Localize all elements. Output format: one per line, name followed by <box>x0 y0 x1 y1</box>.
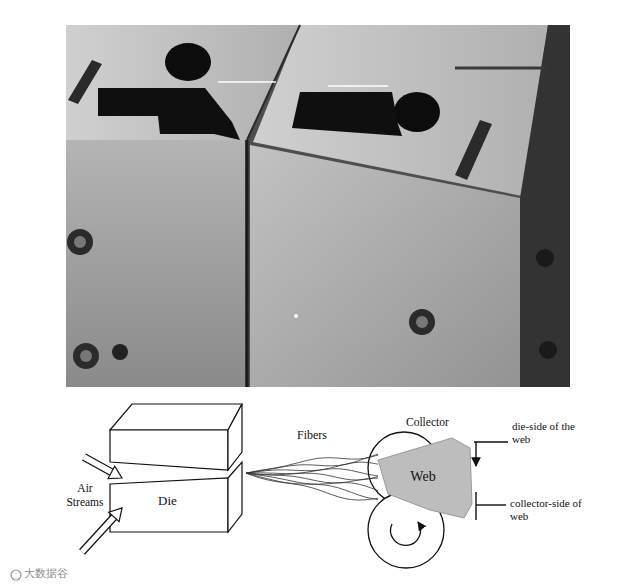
bolt <box>539 341 557 359</box>
air-slot <box>292 92 402 136</box>
web-shape: Web <box>372 434 474 520</box>
bolt-socket <box>74 236 86 248</box>
air-arrow-shaft <box>82 516 116 553</box>
leader-line <box>475 492 476 520</box>
side-brackets <box>474 442 508 520</box>
fiber-line <box>246 473 378 499</box>
groove <box>455 67 545 70</box>
air-arrow-head <box>108 466 122 478</box>
die-schematic <box>110 404 242 532</box>
photo-ground <box>66 25 570 387</box>
bolt <box>536 249 554 267</box>
air-label: Air Streams <box>60 482 110 510</box>
collector-label: Collector <box>406 416 449 430</box>
clamp <box>455 120 492 180</box>
leader-line <box>476 504 506 505</box>
die-upper-front <box>110 430 228 470</box>
bore-hole <box>165 43 211 81</box>
glint <box>294 314 298 318</box>
bolt <box>112 344 128 360</box>
fiber-line <box>246 455 378 473</box>
die-photo <box>66 25 570 387</box>
groove <box>328 85 388 87</box>
die-block: Die <box>110 404 246 532</box>
bolt <box>409 309 435 335</box>
fiber-line <box>246 454 378 473</box>
clamp <box>68 60 102 104</box>
bore-hole <box>394 92 440 132</box>
side-label: die-side of the web <box>512 420 584 446</box>
fiber-line <box>246 473 378 500</box>
bolt <box>67 229 93 255</box>
air-arrow-head <box>109 508 122 522</box>
leader-line <box>474 441 508 442</box>
fiber-bundle <box>246 454 378 500</box>
left-block-front <box>66 140 245 387</box>
die-slit <box>246 140 249 387</box>
right-block-front <box>250 145 520 387</box>
watermark: 大数据谷 <box>24 567 68 580</box>
bolt <box>73 343 99 369</box>
watermark-logo <box>11 570 21 580</box>
die-lower-side <box>228 462 242 532</box>
web-sheet <box>378 438 472 518</box>
die-upper-side <box>228 404 242 470</box>
air-arrow-shaft <box>84 457 113 473</box>
air-slot <box>98 88 240 140</box>
fiber-line <box>246 473 378 480</box>
leader-arrow <box>475 442 476 466</box>
node-text: Web <box>410 469 435 485</box>
bolt-socket <box>416 316 428 328</box>
fiber-label: Fibers <box>297 428 327 442</box>
right-block-side <box>520 25 570 387</box>
die-top-face <box>110 404 242 430</box>
bolt-socket <box>80 350 92 362</box>
side-label: collector-side of web <box>510 497 590 523</box>
node-text: Die <box>158 494 246 509</box>
groove <box>218 81 276 83</box>
air-arrow-shaft <box>84 457 112 473</box>
rotation-arrow <box>391 522 421 545</box>
air-arrow-shaft <box>82 516 115 552</box>
